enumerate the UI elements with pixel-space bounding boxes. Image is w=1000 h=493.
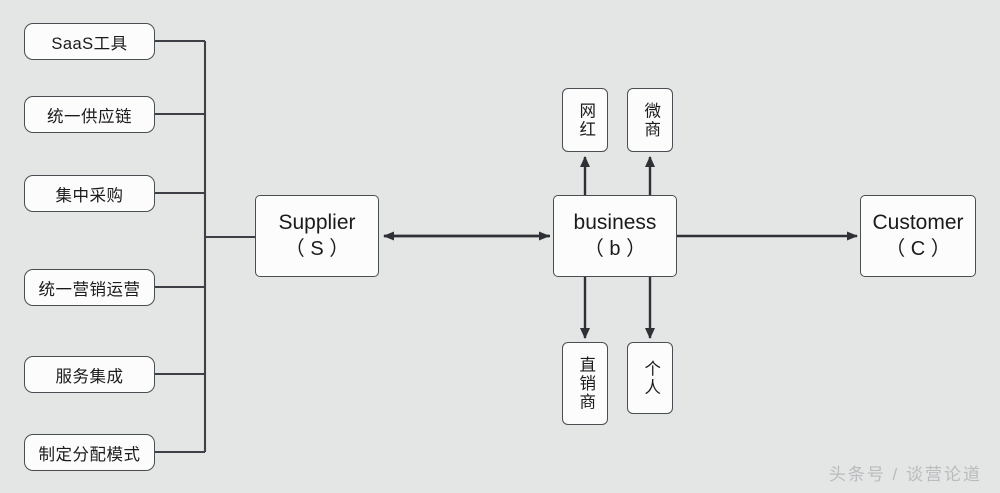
node-label: 服务集成 xyxy=(55,367,124,386)
node-label: 统一供应链 xyxy=(47,107,132,126)
node-geren[interactable]: 个人 xyxy=(627,342,673,414)
node-business[interactable]: business （ b ） xyxy=(553,195,677,277)
node-title: Customer xyxy=(872,210,964,234)
node-weishang[interactable]: 微商 xyxy=(627,88,673,152)
node-label: 集中采购 xyxy=(55,186,124,205)
watermark-text: 头条号 / 谈营论道 xyxy=(828,465,982,484)
node-label: 个人 xyxy=(641,359,660,397)
node-label: 制定分配模式 xyxy=(38,445,141,464)
node-subtitle: （ C ） xyxy=(885,237,951,260)
node-unified-supply-chain[interactable]: 统一供应链 xyxy=(24,96,155,133)
node-unified-marketing-operations[interactable]: 统一营销运营 xyxy=(24,269,155,306)
node-label: SaaS工具 xyxy=(51,34,128,53)
node-service-integration[interactable]: 服务集成 xyxy=(24,356,155,393)
node-zhixiaoshang[interactable]: 直销商 xyxy=(562,342,608,425)
node-customer[interactable]: Customer （ C ） xyxy=(860,195,976,277)
node-title: business xyxy=(573,210,657,234)
node-title: Supplier xyxy=(278,210,356,234)
node-label: 微商 xyxy=(641,101,660,139)
node-subtitle: （ S ） xyxy=(284,237,350,260)
node-label: 网红 xyxy=(576,101,595,139)
node-saas-tool[interactable]: SaaS工具 xyxy=(24,23,155,60)
node-distribution-model[interactable]: 制定分配模式 xyxy=(24,434,155,471)
node-label: 直销商 xyxy=(576,355,595,412)
node-supplier[interactable]: Supplier （ S ） xyxy=(255,195,379,277)
node-subtitle: （ b ） xyxy=(583,237,647,260)
node-label: 统一营销运营 xyxy=(38,280,141,299)
node-centralized-procurement[interactable]: 集中采购 xyxy=(24,175,155,212)
node-wanghong[interactable]: 网红 xyxy=(562,88,608,152)
